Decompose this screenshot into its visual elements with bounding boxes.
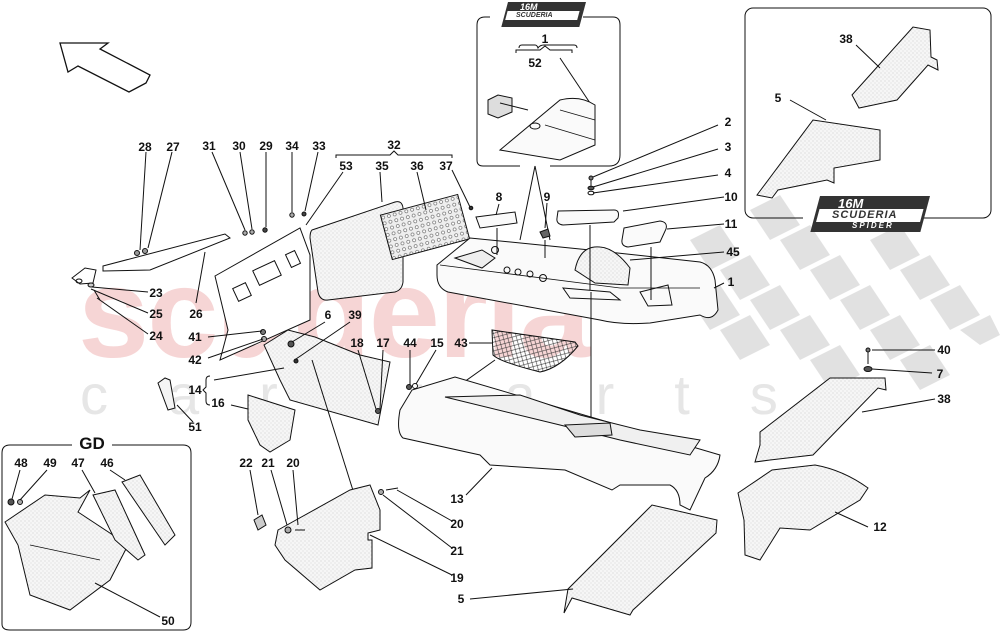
part-callout-46[interactable]: 46 xyxy=(100,456,114,470)
part-callout-10[interactable]: 10 xyxy=(724,190,738,204)
part-callout-28[interactable]: 28 xyxy=(138,140,152,154)
part-callout-7[interactable]: 7 xyxy=(936,367,944,381)
part-callout-4[interactable]: 4 xyxy=(724,166,732,180)
part-callout-13[interactable]: 13 xyxy=(450,492,464,506)
badge-top-line2: SCUDERIA xyxy=(516,12,553,19)
part-callout-37[interactable]: 37 xyxy=(439,159,453,173)
part-callout-42[interactable]: 42 xyxy=(188,353,202,367)
part-callout-27[interactable]: 27 xyxy=(166,140,180,154)
part-callout-26[interactable]: 26 xyxy=(189,307,203,321)
part-callout-1[interactable]: 1 xyxy=(541,32,549,46)
part-callout-12[interactable]: 12 xyxy=(873,520,887,534)
part-callout-11[interactable]: 11 xyxy=(724,217,738,231)
part-callout-19[interactable]: 19 xyxy=(450,571,464,585)
part-callout-3[interactable]: 3 xyxy=(724,140,732,154)
gd-inset-label: GD xyxy=(79,434,105,453)
part-callout-17[interactable]: 17 xyxy=(376,336,390,350)
part-callout-51[interactable]: 51 xyxy=(188,420,202,434)
part-callout-35[interactable]: 35 xyxy=(375,159,389,173)
part-callout-45[interactable]: 45 xyxy=(726,245,740,259)
part-callout-38[interactable]: 38 xyxy=(839,32,853,46)
badge-16m-scuderia-spider-top xyxy=(501,2,586,27)
part-callout-50[interactable]: 50 xyxy=(161,614,175,628)
part-callout-52[interactable]: 52 xyxy=(528,56,542,70)
part-callout-48[interactable]: 48 xyxy=(14,456,28,470)
part-callout-38[interactable]: 38 xyxy=(937,392,951,406)
part-callout-1[interactable]: 1 xyxy=(727,275,735,289)
part-callout-39[interactable]: 39 xyxy=(348,308,362,322)
part-callout-34[interactable]: 34 xyxy=(285,139,299,153)
part-callout-20[interactable]: 20 xyxy=(450,517,464,531)
part-callout-25[interactable]: 25 xyxy=(149,307,163,321)
part-callout-33[interactable]: 33 xyxy=(312,139,326,153)
part-callout-47[interactable]: 47 xyxy=(71,456,85,470)
part-callout-15[interactable]: 15 xyxy=(430,336,444,350)
part-callout-8[interactable]: 8 xyxy=(495,190,503,204)
badge-top-line1: 16M xyxy=(520,2,538,12)
part-callout-32[interactable]: 32 xyxy=(387,138,401,152)
direction-arrow xyxy=(59,42,151,93)
part-callout-29[interactable]: 29 xyxy=(259,139,273,153)
part-callout-44[interactable]: 44 xyxy=(403,336,417,350)
part-callout-31[interactable]: 31 xyxy=(202,139,216,153)
part-callout-14[interactable]: 14 xyxy=(188,383,202,397)
part-callout-6[interactable]: 6 xyxy=(324,308,332,322)
part-callout-41[interactable]: 41 xyxy=(188,330,202,344)
checker-flag-watermark xyxy=(690,195,1000,390)
badge-right-line2: SCUDERIA xyxy=(832,209,898,221)
part-callout-18[interactable]: 18 xyxy=(350,336,364,350)
part-callout-5[interactable]: 5 xyxy=(457,592,465,606)
part-callout-21[interactable]: 21 xyxy=(261,456,275,470)
part-callout-49[interactable]: 49 xyxy=(43,456,57,470)
badge-right-line3: SPIDER xyxy=(852,221,894,230)
part-callout-20[interactable]: 20 xyxy=(286,456,300,470)
part-callout-40[interactable]: 40 xyxy=(937,343,951,357)
gd-inset-box xyxy=(1,444,192,631)
badge-right-line1: 16M xyxy=(838,196,864,211)
inset-box-top-center xyxy=(476,16,621,167)
part-callout-36[interactable]: 36 xyxy=(410,159,424,173)
part-callout-23[interactable]: 23 xyxy=(149,286,163,300)
part-callout-22[interactable]: 22 xyxy=(239,456,253,470)
part-callout-2[interactable]: 2 xyxy=(724,115,732,129)
part-callout-53[interactable]: 53 xyxy=(339,159,353,173)
part-callout-30[interactable]: 30 xyxy=(232,139,246,153)
part-callout-5[interactable]: 5 xyxy=(774,91,782,105)
part-callout-21[interactable]: 21 xyxy=(450,544,464,558)
part-callout-9[interactable]: 9 xyxy=(543,190,551,204)
center-console xyxy=(436,237,719,325)
badge-16m-scuderia-spider-right xyxy=(810,196,930,232)
part-callout-24[interactable]: 24 xyxy=(149,329,163,343)
part-callout-16[interactable]: 16 xyxy=(211,396,225,410)
tunnel-base xyxy=(398,376,721,511)
part-callout-43[interactable]: 43 xyxy=(454,336,468,350)
